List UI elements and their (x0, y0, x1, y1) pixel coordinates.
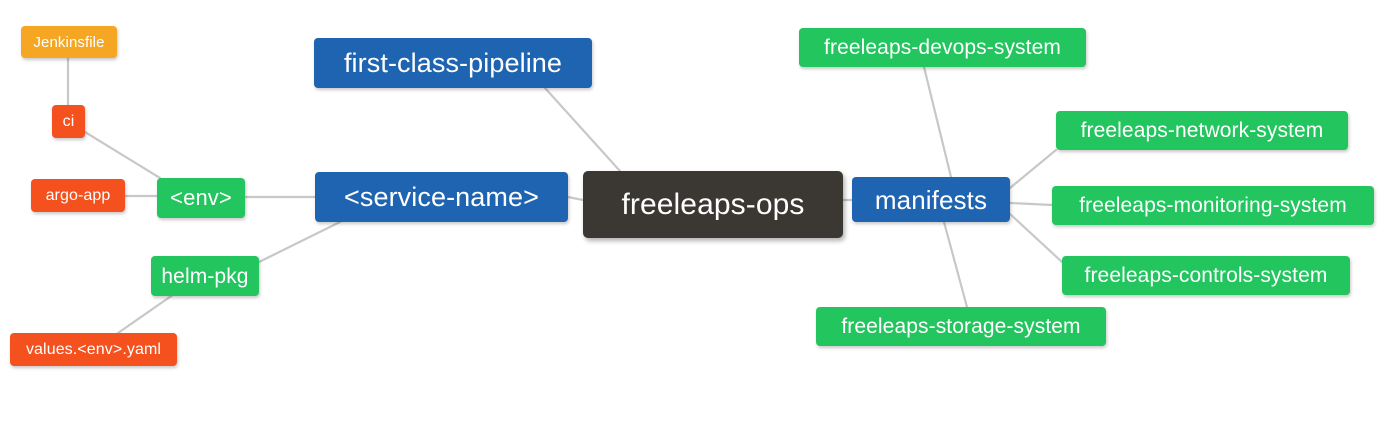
node-controls[interactable]: freeleaps-controls-system (1062, 256, 1350, 295)
edge-service-to-root (566, 195, 585, 202)
node-jenkinsfile[interactable]: Jenkinsfile (21, 26, 117, 58)
node-env[interactable]: <env> (157, 178, 245, 218)
edge-helmpkg-to-service (257, 220, 342, 264)
node-storage[interactable]: freeleaps-storage-system (816, 307, 1106, 346)
node-monitoring[interactable]: freeleaps-monitoring-system (1052, 186, 1374, 225)
node-service[interactable]: <service-name> (315, 172, 568, 222)
node-root[interactable]: freeleaps-ops (583, 171, 843, 238)
node-argoapp[interactable]: argo-app (31, 179, 125, 212)
node-manifests[interactable]: manifests (852, 177, 1010, 222)
edge-ci-to-env (83, 130, 162, 180)
edge-manifests-to-network (1008, 148, 1058, 190)
node-pipeline[interactable]: first-class-pipeline (314, 38, 592, 88)
edge-values-to-helmpkg (116, 290, 179, 335)
node-helmpkg[interactable]: helm-pkg (151, 256, 259, 296)
node-ci[interactable]: ci (52, 105, 85, 138)
node-values[interactable]: values.<env>.yaml (10, 333, 177, 366)
edge-pipeline-to-root (543, 86, 622, 173)
edge-manifests-to-storage (942, 220, 969, 309)
node-devops[interactable]: freeleaps-devops-system (799, 28, 1086, 67)
edge-devops-to-manifests (922, 65, 953, 179)
edge-manifests-to-monitoring (1008, 201, 1054, 207)
node-network[interactable]: freeleaps-network-system (1056, 111, 1348, 150)
